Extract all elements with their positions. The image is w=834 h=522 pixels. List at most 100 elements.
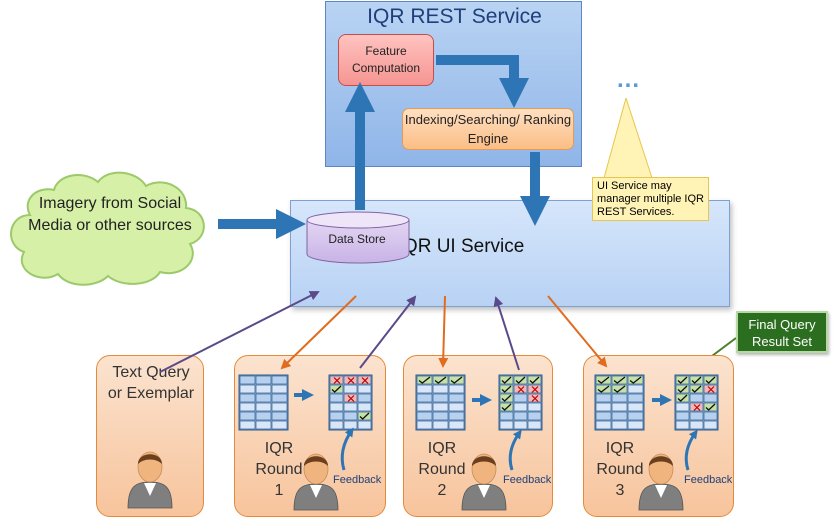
round-2-candidate-grid-cell: [448, 420, 465, 430]
round-2-candidate-grid-cell: [432, 384, 449, 394]
round-2-feedback-grid-cell: [499, 393, 514, 403]
round-1-feedback-grid-cell: [329, 402, 344, 412]
round-3-feedback-arrow: [684, 429, 698, 471]
round-1-candidate-grid-cell: [239, 393, 256, 403]
round-3-candidate-grid-cell: [627, 384, 644, 394]
round-2-user-icon-hair: [472, 456, 496, 466]
round-2-feedback-grid-cell: [527, 420, 542, 430]
round-3-feedback-grid-check-mark: [677, 376, 688, 384]
purple-arrow-round-2-to-ui: [493, 296, 520, 371]
round-2-candidate-grid-cell: [416, 384, 433, 394]
feature-computation-box: Feature Computation: [338, 34, 434, 86]
round-3-candidate-grid-cell: [627, 411, 644, 421]
imagery-source-cloud: [10, 171, 205, 286]
round-1-candidate-grid-cell: [271, 393, 288, 403]
round-1-candidate-grid-cell: [239, 384, 256, 394]
round-2-feedback-grid-cell: [499, 411, 514, 421]
round-3-feedback-grid-cell: [689, 393, 704, 403]
round-3-user-icon: [638, 453, 684, 511]
round-3-candidate-grid-cell: [595, 384, 612, 394]
round-1-feedback-grid-cell: [329, 393, 344, 403]
round-2-candidate-grid-cell: [448, 375, 465, 385]
round-2-feedback-grid-cell: [527, 375, 542, 385]
data-store-cylinder: [306, 211, 410, 264]
round-3-feedback-grid-cell: [675, 384, 690, 394]
round-1-candidate-grid-cell: [255, 402, 272, 412]
feature-computation-label: Feature Computation: [351, 44, 421, 75]
round-3-feedback-grid-cell: [675, 375, 690, 385]
round-1-candidate-grid-cell: [271, 402, 288, 412]
round-2-feedback-grid-cell: [513, 402, 528, 412]
round-2-candidate-grid-cell: [432, 420, 449, 430]
round-1-feedback-label: Feedback: [333, 474, 382, 486]
round-2-feedback-grid-check-mark: [515, 376, 526, 384]
round-3-candidate-grid-cell: [627, 393, 644, 403]
round-3-feedback-grid-x-mark: [707, 386, 715, 393]
round-1-feedback-grid-cell: [343, 384, 358, 394]
round-2-feedback-grid-check-mark: [501, 403, 512, 411]
round-3-feedback-grid-check-mark: [705, 376, 716, 384]
round-2-feedback-arrow: [508, 429, 522, 471]
round-1-label: IQR Round 1: [255, 440, 303, 499]
round-3-candidate-grid-cell: [611, 411, 628, 421]
user-icon: [127, 451, 173, 509]
round-1-candidate-grid-cell: [271, 411, 288, 421]
orange-arrow-ui-to-round-1: [280, 295, 357, 370]
round-1-feedback-grid-cell: [357, 384, 372, 394]
round-1-candidate-grid-cell: [255, 420, 272, 430]
round-2-feedback-grid-check-mark: [529, 376, 540, 384]
round-2-candidate-grid-cell: [416, 402, 433, 412]
round-2-candidate-grid-border: [415, 374, 466, 431]
round-2-feedback-grid-cell: [513, 411, 528, 421]
purple-arrow-round-1-to-ui: [359, 295, 417, 369]
round-2-candidate-grid-cell: [416, 411, 433, 421]
round-3-candidate-grid-cell: [595, 375, 612, 385]
round-2-candidate-grid-check-mark: [450, 376, 463, 384]
round-1-candidate-grid-cell: [271, 375, 288, 385]
ui-service-title: IQR UI Service: [397, 236, 525, 257]
round-3-feedback-label: Feedback: [684, 474, 733, 486]
final-query-result-box: Final Query Result Set: [736, 311, 828, 353]
round-3-feedback-grid-cell: [675, 411, 690, 421]
round-3-candidate-grid-cell: [595, 402, 612, 412]
round-1-feedback-arrow: [340, 427, 354, 471]
final-result-label: Final Query Result Set: [748, 317, 816, 349]
round-3-candidate-grid-border: [594, 374, 645, 431]
more-services-ellipsis: ...: [617, 66, 641, 93]
purple-arrow-query-to-ui: [159, 291, 320, 373]
user-icon-hair: [138, 454, 162, 464]
round-1-feedback-grid-cell: [343, 402, 358, 412]
round-1-feedback-grid-cell: [329, 420, 344, 430]
round-2-feedback-grid-cell: [527, 402, 542, 412]
round-1-candidate-grid-cell: [255, 384, 272, 394]
round-3-candidate-grid-cell: [595, 393, 612, 403]
round-1-feedback-grid-cell: [357, 420, 372, 430]
round-1-feedback-grid-x-mark: [347, 395, 355, 402]
round-3-candidate-grid-cell: [627, 402, 644, 412]
round-1-feedback-grid-cell: [357, 411, 372, 421]
orange-arrow-ui-to-round-2: [438, 295, 449, 368]
round-3-feedback-grid-cell: [675, 420, 690, 430]
round-3-candidate-grid-check-mark: [629, 376, 642, 384]
round-2-candidate-grid-cell: [432, 411, 449, 421]
round-2-feedback-grid: [498, 374, 543, 431]
round-2-feedback-grid-cell: [527, 411, 542, 421]
round-1-candidate-grid-cell: [255, 375, 272, 385]
round-3-user-icon-collar: [655, 485, 667, 498]
cloud-label: Imagery from Social Media or other sourc…: [28, 195, 192, 234]
round-3-feedback-grid-cell: [703, 375, 718, 385]
round-1-user-icon-collar: [310, 485, 322, 498]
round-1-feedback-grid-cell: [357, 402, 372, 412]
round-2-candidate-grid: [415, 374, 466, 431]
round-1-feedback-grid-cell: [329, 411, 344, 421]
round-1-feedback-grid-cell: [329, 384, 344, 394]
text-query-label: Text Query or Exemplar: [107, 364, 195, 402]
round-2-candidate-grid-cell: [416, 393, 433, 403]
round-3-feedback-grid: [674, 374, 719, 431]
round-3-candidate-grid-check-mark: [597, 376, 610, 384]
round-1-candidate-grid-cell: [255, 393, 272, 403]
round-2-candidate-grid-cell: [448, 411, 465, 421]
round-3-candidate-grid-cell: [611, 393, 628, 403]
round-3-candidate-grid-cell: [627, 420, 644, 430]
